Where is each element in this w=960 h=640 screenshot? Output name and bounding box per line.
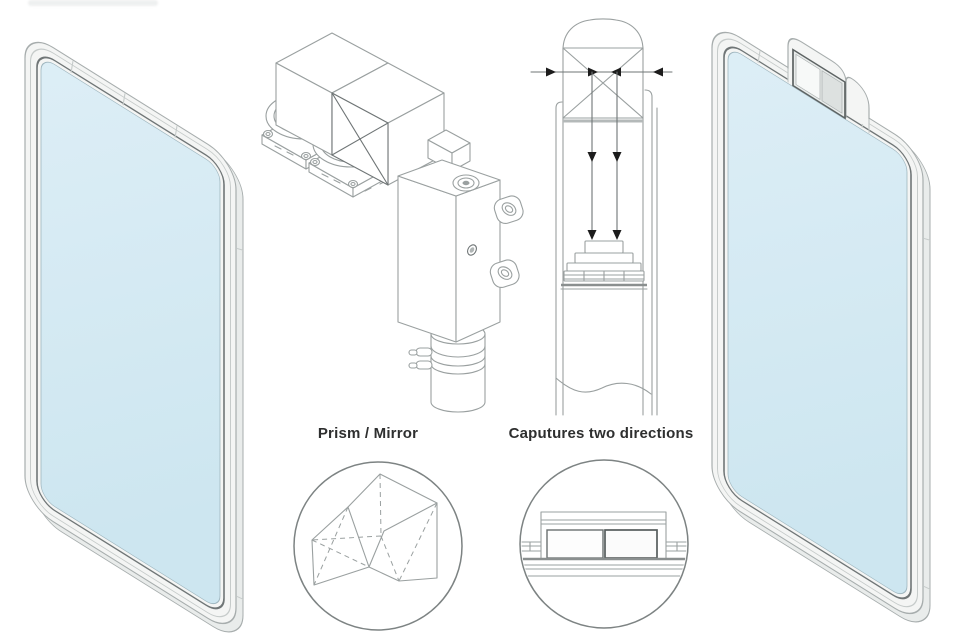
prism-cube-front — [331, 62, 445, 186]
popup-dome — [562, 18, 644, 51]
mirror-face-diagonals — [331, 92, 389, 186]
ray-arrow-down — [612, 152, 622, 162]
mount-lug-upper — [493, 195, 524, 224]
deck-lines — [521, 564, 687, 577]
ray-arrow-right — [588, 67, 598, 77]
ray-arrow-left — [653, 67, 663, 77]
popup-step — [845, 76, 870, 129]
right-phone-body — [711, 19, 931, 637]
contact-pin — [408, 362, 418, 369]
window-right — [604, 529, 658, 559]
sensor-stack-section — [560, 240, 648, 290]
prism-wireframe — [311, 473, 438, 586]
figure-left-phone — [24, 29, 244, 640]
ray-arrow-down — [587, 152, 597, 162]
mount-lug-lower — [489, 259, 520, 288]
label-captures-two-directions: Caputures two directions — [508, 425, 694, 442]
figure-cross-section — [530, 18, 673, 416]
popup-slot-edge-seams — [787, 68, 870, 134]
screw-hole — [467, 244, 477, 256]
frame-edge-right — [665, 541, 687, 552]
contact-pin — [408, 349, 418, 356]
ray-arrow-right — [546, 67, 556, 77]
ray-arrow-left — [611, 67, 621, 77]
left-phone-body — [24, 29, 244, 640]
popup-camera-module — [787, 38, 870, 134]
contact-pin — [415, 360, 433, 370]
prism-section — [562, 47, 644, 123]
right-outer-wall — [644, 89, 653, 416]
popup-window-pane-left — [795, 53, 821, 101]
figure-right-phone — [711, 19, 931, 637]
cropped-text-artifact — [28, 0, 158, 6]
light-path — [530, 67, 673, 240]
body-contour-wave — [555, 377, 652, 395]
popup-cap-lines — [540, 511, 667, 559]
ray-arrow-down — [612, 230, 622, 240]
contact-pin — [415, 347, 433, 357]
frame-edge-left — [521, 541, 542, 552]
figure-camera-assembly — [261, 32, 524, 413]
label-prism-mirror: Prism / Mirror — [317, 425, 419, 442]
ray-arrow-down — [587, 230, 597, 240]
figure-popup-detail — [519, 459, 689, 629]
bearing — [452, 174, 480, 192]
window-left — [546, 529, 604, 559]
popup-cross-section — [521, 511, 687, 577]
figure-prism-detail — [293, 461, 463, 631]
mount-block — [397, 159, 524, 343]
left-outer-wall — [555, 101, 563, 416]
popup-window-pane-right — [821, 70, 843, 114]
